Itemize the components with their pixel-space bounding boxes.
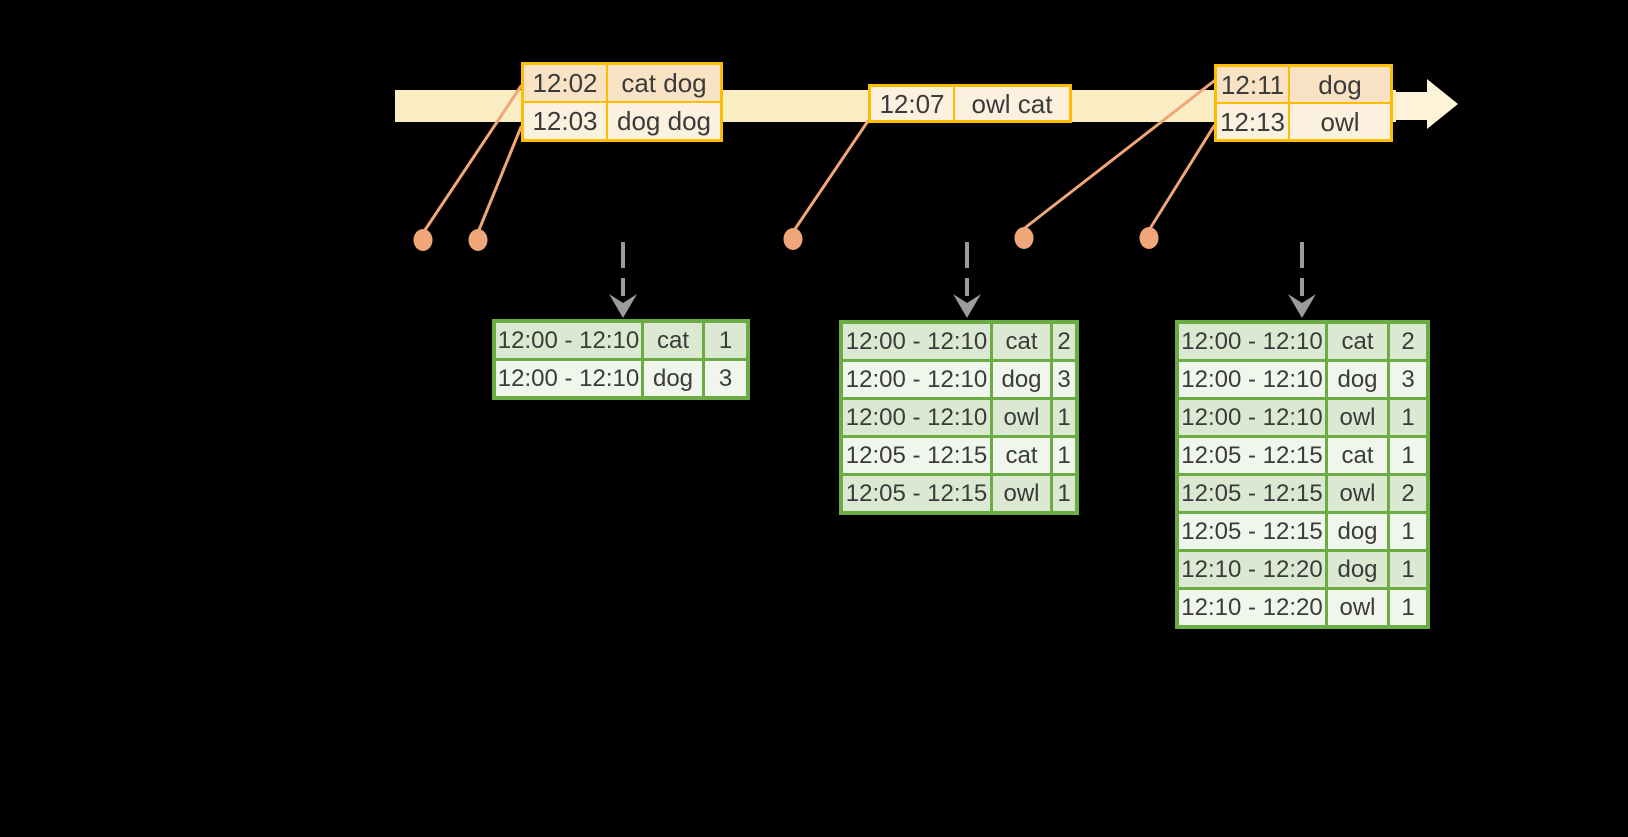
event-dot xyxy=(1014,227,1034,249)
table-cell: 2 xyxy=(1390,476,1426,511)
table-cell: 1 xyxy=(1390,590,1426,625)
table-cell: dog xyxy=(993,362,1050,397)
table-cell: owl xyxy=(1328,476,1387,511)
table-cell: 12:00 - 12:10 xyxy=(843,324,990,359)
table-cell: 1 xyxy=(1390,400,1426,435)
table-cell: dog xyxy=(644,361,702,396)
event-dot xyxy=(468,229,488,251)
table-cell: owl xyxy=(1290,104,1390,139)
table-cell: cat xyxy=(1328,324,1387,359)
event-dot xyxy=(413,229,433,251)
table-cell: dog xyxy=(1328,362,1387,397)
flow-down-arrowhead-icon xyxy=(1288,294,1316,318)
table-cell: 1 xyxy=(1053,400,1075,435)
table-cell: 1 xyxy=(1390,552,1426,587)
table-cell: 12:00 - 12:10 xyxy=(496,323,641,358)
table-cell: cat xyxy=(1328,438,1387,473)
table-cell: 12:00 - 12:10 xyxy=(1179,324,1325,359)
flow-down-arrowhead-icon xyxy=(953,294,981,318)
table-cell: 1 xyxy=(1053,438,1075,473)
table-cell: 12:11 xyxy=(1217,67,1288,102)
table-cell: 1 xyxy=(1390,438,1426,473)
connector-line xyxy=(1149,124,1216,229)
table-cell: cat dog xyxy=(608,65,720,101)
timeline-arrowhead-tail xyxy=(1396,92,1427,120)
event-dot xyxy=(1139,227,1159,249)
table-cell: 12:03 xyxy=(524,103,606,139)
table-cell: cat xyxy=(993,438,1050,473)
table-cell: 1 xyxy=(1390,514,1426,549)
table-cell: 12:05 - 12:15 xyxy=(1179,476,1325,511)
table-cell: 12:00 - 12:10 xyxy=(1179,400,1325,435)
table-cell: 3 xyxy=(705,361,746,396)
table-cell: 12:05 - 12:15 xyxy=(1179,438,1325,473)
table-cell: dog dog xyxy=(608,103,720,139)
table-cell: 12:00 - 12:10 xyxy=(1179,362,1325,397)
table-cell: 12:02 xyxy=(524,65,606,101)
table-cell: 12:00 - 12:10 xyxy=(843,362,990,397)
timeline-arrowhead-icon xyxy=(1427,79,1458,129)
table-cell: 12:05 - 12:15 xyxy=(843,476,990,511)
connector-line xyxy=(793,119,870,231)
connector-line xyxy=(477,125,523,232)
table-cell: owl xyxy=(993,476,1050,511)
flow-down-arrowhead-icon xyxy=(609,294,637,318)
table-cell: 2 xyxy=(1390,324,1426,359)
table-cell: owl cat xyxy=(955,87,1069,120)
table-cell: dog xyxy=(1328,514,1387,549)
table-cell: owl xyxy=(993,400,1050,435)
table-cell: 12:07 xyxy=(871,87,953,120)
table-cell: 12:05 - 12:15 xyxy=(1179,514,1325,549)
table-cell: 3 xyxy=(1053,362,1075,397)
table-cell: 12:10 - 12:20 xyxy=(1179,590,1325,625)
table-cell: 12:05 - 12:15 xyxy=(843,438,990,473)
table-cell: cat xyxy=(993,324,1050,359)
table-cell: 1 xyxy=(705,323,746,358)
table-cell: 2 xyxy=(1053,324,1075,359)
table-cell: dog xyxy=(1328,552,1387,587)
table-cell: 12:13 xyxy=(1217,104,1288,139)
table-cell: 12:00 - 12:10 xyxy=(843,400,990,435)
table-cell: cat xyxy=(644,323,702,358)
event-dot xyxy=(783,228,803,250)
table-cell: owl xyxy=(1328,590,1387,625)
table-cell: dog xyxy=(1290,67,1390,102)
table-cell: owl xyxy=(1328,400,1387,435)
table-cell: 1 xyxy=(1053,476,1075,511)
table-cell: 12:00 - 12:10 xyxy=(496,361,641,396)
table-cell: 12:10 - 12:20 xyxy=(1179,552,1325,587)
table-cell: 3 xyxy=(1390,362,1426,397)
